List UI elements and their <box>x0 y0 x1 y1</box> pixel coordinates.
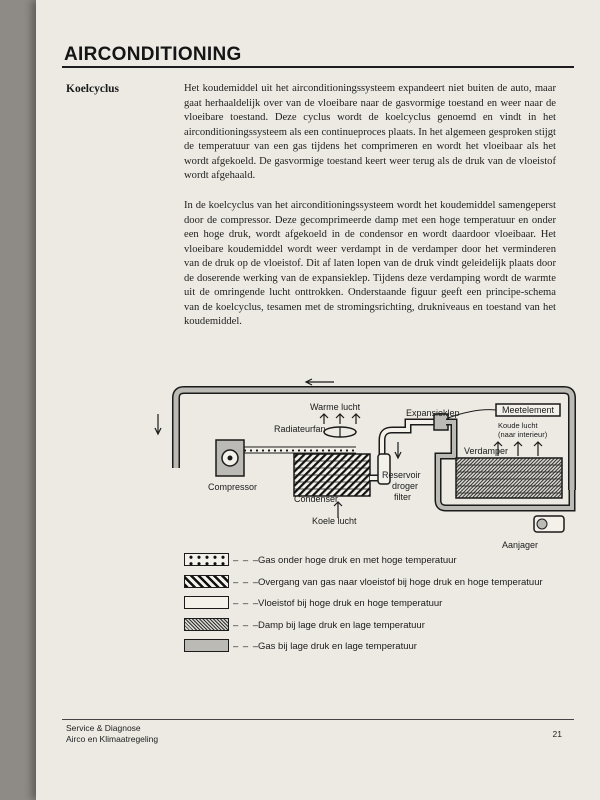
legend-item-transition: – – – – Overgang van gas naar vloeistof … <box>184 574 564 596</box>
label-compressor: Compressor <box>208 482 257 492</box>
legend: – – – – Gas onder hoge druk en met hoge … <box>184 552 564 660</box>
legend-swatch-fine <box>184 617 229 631</box>
legend-item-low-pressure-vapour: – – – – Damp bij lage druk en lage tempe… <box>184 617 564 639</box>
label-naar-interieur: (naar interieur) <box>498 430 548 439</box>
legend-swatch-empty <box>184 596 229 609</box>
legend-text: Vloeistof bij hoge druk en hoge temperat… <box>258 598 443 609</box>
label-condenser: Condenser <box>294 494 338 504</box>
legend-text: Overgang van gas naar vloeistof bij hoge… <box>258 576 543 588</box>
legend-text: Gas onder hoge druk en met hoge temperat… <box>258 555 457 566</box>
paragraph-2: In de koelcyclus van het airconditioning… <box>184 200 556 327</box>
legend-dash: – – – – <box>233 619 260 630</box>
label-filter: filter <box>394 492 411 502</box>
header-rule <box>62 66 574 68</box>
flow-arrows <box>154 378 402 460</box>
legend-swatch-hatch <box>184 574 229 588</box>
legend-dash: – – – – <box>233 555 260 565</box>
legend-swatch-grey <box>184 639 229 652</box>
document-page: AIRCONDITIONING Koelcyclus Het koudemidd… <box>36 0 600 800</box>
label-reservoir: Reservoir <box>382 470 421 480</box>
condenser-coil <box>293 453 371 497</box>
page-number: 21 <box>552 729 562 739</box>
footer-title: Service & Diagnose Airco en Klimaatregel… <box>66 723 158 745</box>
label-warme-lucht: Warme lucht <box>310 402 361 412</box>
section-label: Koelcyclus <box>66 83 120 95</box>
evaporator-coil <box>455 457 563 499</box>
legend-item-low-pressure-gas: – – – – Gas bij lage druk en lage temper… <box>184 638 564 660</box>
air-arrows <box>319 413 543 518</box>
cooling-cycle-diagram: Warme lucht Radiateurfan Expansieklep Me… <box>154 378 576 550</box>
label-radiateurfan: Radiateurfan <box>274 424 326 434</box>
paragraph-1: Het koudemiddel uit het airconditionings… <box>184 83 556 181</box>
legend-item-liquid: – – – – Vloeistof bij hoge druk en hoge … <box>184 595 564 617</box>
legend-text: Damp bij lage druk en lage temperatuur <box>258 619 425 631</box>
compressor <box>215 439 245 477</box>
label-aanjager: Aanjager <box>502 540 538 550</box>
blower <box>533 515 565 533</box>
page-title: AIRCONDITIONING <box>64 44 242 65</box>
legend-item-high-pressure-gas: – – – – Gas onder hoge druk en met hoge … <box>184 552 564 574</box>
reservoir-dryer <box>377 453 391 485</box>
legend-dash: – – – – <box>233 598 260 608</box>
label-expansieklep: Expansieklep <box>406 408 460 418</box>
label-meetelement: Meetelement <box>502 405 555 415</box>
legend-swatch-dots <box>184 553 229 566</box>
label-koele-lucht: Koele lucht <box>312 516 357 526</box>
footer-rule <box>62 719 574 720</box>
legend-dash: – – – – <box>233 576 260 587</box>
label-verdamper: Verdamper <box>464 446 508 456</box>
legend-text: Gas bij lage druk en lage temperatuur <box>258 641 417 652</box>
label-droger: droger <box>392 481 418 491</box>
footer-line-1: Service & Diagnose <box>66 723 141 733</box>
legend-dash: – – – – <box>233 641 260 651</box>
footer-line-2: Airco en Klimaatregeling <box>66 734 159 744</box>
label-koude-lucht: Koude lucht <box>498 421 539 430</box>
